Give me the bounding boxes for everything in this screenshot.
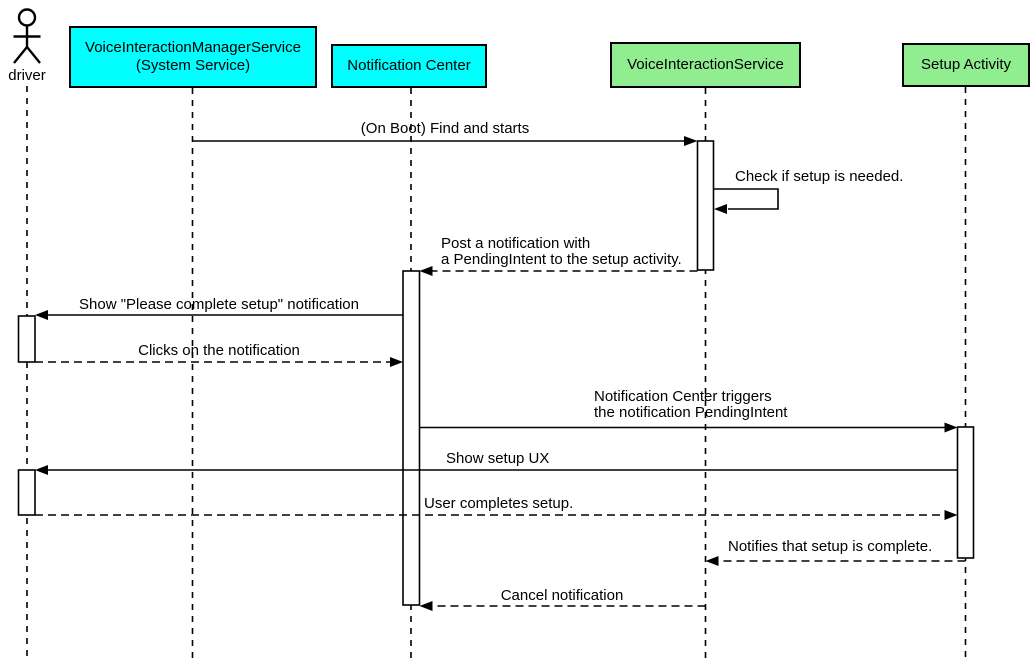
arrow-check-if-setup-is-needed <box>713 188 779 214</box>
participant-voice-interaction-manager-service: VoiceInteractionManagerService (System S… <box>69 26 317 88</box>
message-arrows <box>35 136 966 611</box>
message-label-post-a-notification: Post a notification with a PendingIntent… <box>441 235 682 268</box>
participant-setup-activity: Setup Activity <box>902 43 1030 87</box>
message-label-user-completes-setup: User completes setup. <box>424 495 574 512</box>
participant-title: VoiceInteractionManagerService <box>85 39 301 56</box>
arrow-notification-center-triggers-pendingintent <box>419 422 958 433</box>
message-label-show-please-complete-setup: Show "Please complete setup" notificatio… <box>79 296 359 313</box>
actor-head <box>17 8 37 27</box>
participant-title: Setup Activity <box>920 56 1012 73</box>
message-label-cancel-notification: Cancel notification <box>500 587 624 604</box>
activation-bars <box>17 140 975 606</box>
arrow-show-setup-ux <box>35 465 958 475</box>
arrow-user-completes-setup <box>35 510 958 520</box>
actor-left-leg <box>13 46 28 64</box>
message-label-check-if-setup-is-needed: Check if setup is needed. <box>735 168 904 185</box>
participant-notification-center: Notification Center <box>331 44 487 88</box>
participant-title: Notification Center <box>347 57 471 74</box>
arrow-notifies-that-setup-is-complete <box>705 556 966 566</box>
activation-driver-1 <box>17 315 36 363</box>
activation-notification-center <box>402 270 421 606</box>
actor-right-leg <box>26 46 41 64</box>
participant-title: VoiceInteractionService <box>627 56 784 73</box>
activation-voice-interaction-service <box>696 140 715 271</box>
activation-setup-activity <box>956 426 975 559</box>
message-label-notifies-setup-complete: Notifies that setup is complete. <box>728 538 933 555</box>
message-label-on-boot-find-and-starts: (On Boot) Find and starts <box>360 120 530 137</box>
message-label-show-setup-ux: Show setup UX <box>446 450 550 467</box>
arrow-clicks-on-the-notification <box>35 357 403 367</box>
actor-label: driver <box>8 67 46 84</box>
participant-voice-interaction-service: VoiceInteractionService <box>610 42 801 88</box>
activation-driver-2 <box>17 469 36 516</box>
arrow-cancel-notification <box>419 601 706 611</box>
message-label-clicks-on-the-notification: Clicks on the notification <box>138 342 300 359</box>
message-label-notification-center-triggers: Notification Center triggers the notific… <box>594 388 788 421</box>
arrow-show-please-complete-setup-notification <box>35 310 403 320</box>
arrow-on-boot-find-and-starts <box>192 136 698 146</box>
arrow-post-a-notification <box>419 266 698 276</box>
participant-subtitle: (System Service) <box>135 57 251 74</box>
actor-icon <box>13 8 41 64</box>
